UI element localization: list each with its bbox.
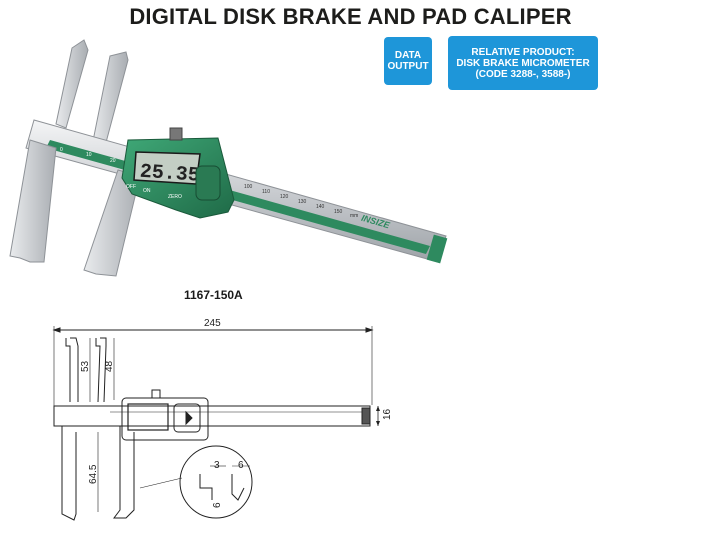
relative-product-line-2: DISK BRAKE MICROMETER [456, 57, 590, 69]
dim-tip-6: 6 [238, 460, 244, 471]
scale-label-130: 130 [298, 199, 307, 205]
scale-label-150: 150 [334, 209, 343, 215]
relative-product-line-1: RELATIVE PRODUCT: [471, 46, 575, 58]
page-title: DIGITAL DISK BRAKE AND PAD CALIPER [129, 4, 572, 29]
dim-overall-length: 245 [204, 318, 221, 329]
data-output-badge: DATA OUTPUT [384, 37, 432, 85]
data-output-line-1: DATA [394, 50, 422, 61]
dim-tip-3: 3 [214, 460, 220, 471]
relative-product-badge: RELATIVE PRODUCT: DISK BRAKE MICROMETER … [448, 36, 598, 90]
dim-tip-6-vertical: 6 [212, 502, 223, 508]
scale-label-100: 100 [244, 184, 253, 190]
lcd-reading: 25.35 [139, 161, 200, 188]
data-output-line-2: OUTPUT [387, 61, 429, 72]
model-number: 1167-150A [184, 288, 243, 302]
scale-unit-label: mm [350, 213, 358, 219]
lower-jaw-left [9, 139, 57, 263]
button-zero-label: ZERO [168, 194, 182, 200]
scale-label-0: 0 [60, 147, 63, 153]
scale-label-120: 120 [280, 194, 289, 200]
relative-product-line-3: (CODE 3288-, 3588-) [475, 68, 571, 80]
output-port [195, 165, 221, 201]
caliper-photo: 25.35 OFF ON ZERO 0 10 20 100 110 120 13… [9, 39, 448, 277]
upper-jaw-left [55, 39, 89, 129]
scale-label-10: 10 [86, 152, 92, 158]
button-on-label: ON [143, 188, 151, 194]
scale-label-20: 20 [110, 158, 116, 164]
scale-label-140: 140 [316, 204, 325, 210]
upper-jaw-right [91, 51, 129, 151]
dim-beam-width: 16 [382, 408, 393, 420]
beam-end-cap [426, 234, 448, 264]
dim-jaw-upper-left: 53 [80, 360, 91, 372]
button-off-label: OFF [126, 184, 136, 190]
dim-jaw-lower: 64.5 [88, 464, 99, 484]
scale-label-110: 110 [262, 189, 270, 195]
thumb-screw [169, 127, 183, 141]
dim-jaw-upper-right: 48 [104, 360, 115, 372]
